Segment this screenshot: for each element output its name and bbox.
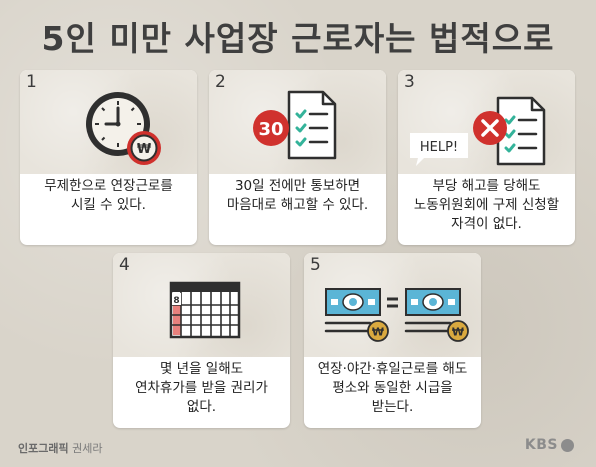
- card-illustration-area: [20, 70, 197, 174]
- card-number: 5: [310, 255, 321, 275]
- credit-label: 인포그래픽: [18, 442, 69, 455]
- card-number: 3: [404, 72, 415, 92]
- svg-text:₩: ₩: [452, 326, 464, 339]
- kbs-logo-icon: [561, 438, 574, 452]
- clock-won-icon: ₩: [86, 92, 161, 165]
- calendar-day-number: 8: [173, 296, 179, 306]
- card-5: ₩ ₩ 5 연장·야간·휴일근로를 해도 평소와 동일한 시급을 받는다.: [304, 253, 481, 428]
- card-text: 몇 년을 일해도 연차휴가를 받을 권리가 없다.: [135, 361, 268, 415]
- card-text: 부당 해고를 당해도 노동위원회에 구제 신청할 자격이 없다.: [413, 178, 560, 232]
- credit: 인포그래픽 권세라: [18, 440, 102, 456]
- svg-text:₩: ₩: [137, 142, 152, 157]
- help-bubble-text: HELP!: [420, 140, 458, 155]
- card-1: ₩ 1 무제한으로 연장근로를 시킬 수 있다.: [20, 70, 197, 245]
- calendar-icon: 8: [169, 281, 241, 339]
- badge-30: 30: [258, 119, 283, 140]
- card-number: 2: [215, 72, 226, 92]
- card-number: 1: [26, 72, 37, 92]
- card-text: 무제한으로 연장근로를 시킬 수 있다.: [44, 178, 173, 213]
- card-4: 8 4 몇 년을 일해도 연차휴가를 받을 권리가 없다.: [113, 253, 290, 428]
- page-title: 5인 미만 사업장 근로자는 법적으로: [41, 19, 555, 58]
- svg-text:₩: ₩: [372, 326, 384, 339]
- brand-text: KBS: [524, 437, 558, 453]
- card-2: 30 2 30일 전에만 통보하면 마음대로 해고할 수 있다.: [209, 70, 386, 245]
- card-number: 4: [119, 255, 130, 275]
- help-denied-icon: HELP!: [410, 96, 546, 166]
- card-text: 연장·야간·휴일근로를 해도 평소와 동일한 시급을 받는다.: [317, 361, 468, 415]
- kbs-logo: KBS: [525, 437, 574, 453]
- equal-pay-icon: ₩ ₩: [324, 288, 469, 342]
- credit-name: 권세라: [72, 442, 103, 455]
- card-3: HELP! 3 부당 해고를 당해도 노동위원회에 구제 신청할 자격이 없다.: [398, 70, 575, 245]
- card-text: 30일 전에만 통보하면 마음대로 해고할 수 있다.: [226, 178, 369, 213]
- notice-document-icon: 30: [253, 90, 337, 160]
